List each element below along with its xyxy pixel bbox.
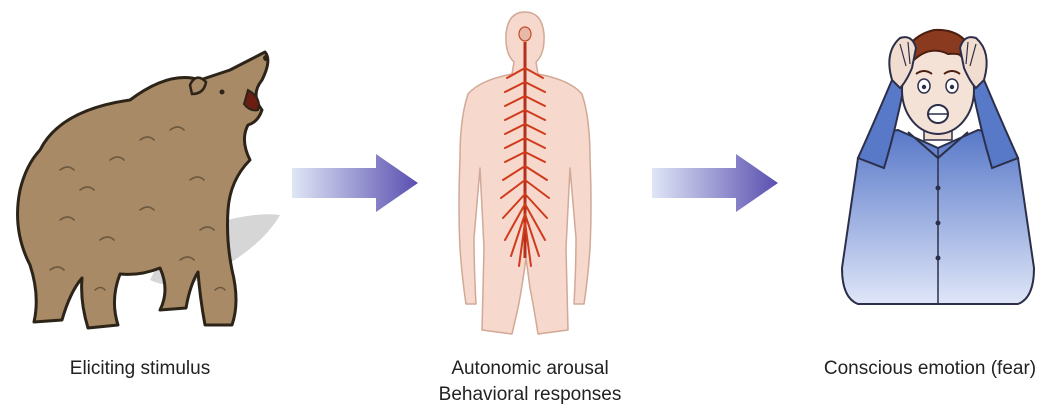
frightened-man-illustration: [838, 8, 1038, 308]
caption-eliciting-stimulus: Eliciting stimulus: [0, 356, 280, 382]
flow-arrow-1: [290, 152, 420, 214]
caption-line: Conscious emotion (fear): [805, 356, 1055, 382]
body-nervous-system-illustration: [450, 8, 600, 338]
right-arrow-icon: [290, 152, 420, 214]
spinal-nerves-icon: [450, 8, 600, 338]
caption-line: Behavioral responses: [405, 382, 655, 408]
right-arrow-icon: [650, 152, 780, 214]
caption-line: Eliciting stimulus: [0, 356, 280, 382]
caption-line: Autonomic arousal: [405, 356, 655, 382]
frightened-man-icon: [838, 8, 1038, 308]
bear-icon: [0, 40, 290, 340]
caption-conscious-emotion: Conscious emotion (fear): [805, 356, 1055, 382]
caption-autonomic-arousal: Autonomic arousal Behavioral responses: [405, 356, 655, 408]
flow-arrow-2: [650, 152, 780, 214]
bear-illustration: [0, 40, 290, 340]
